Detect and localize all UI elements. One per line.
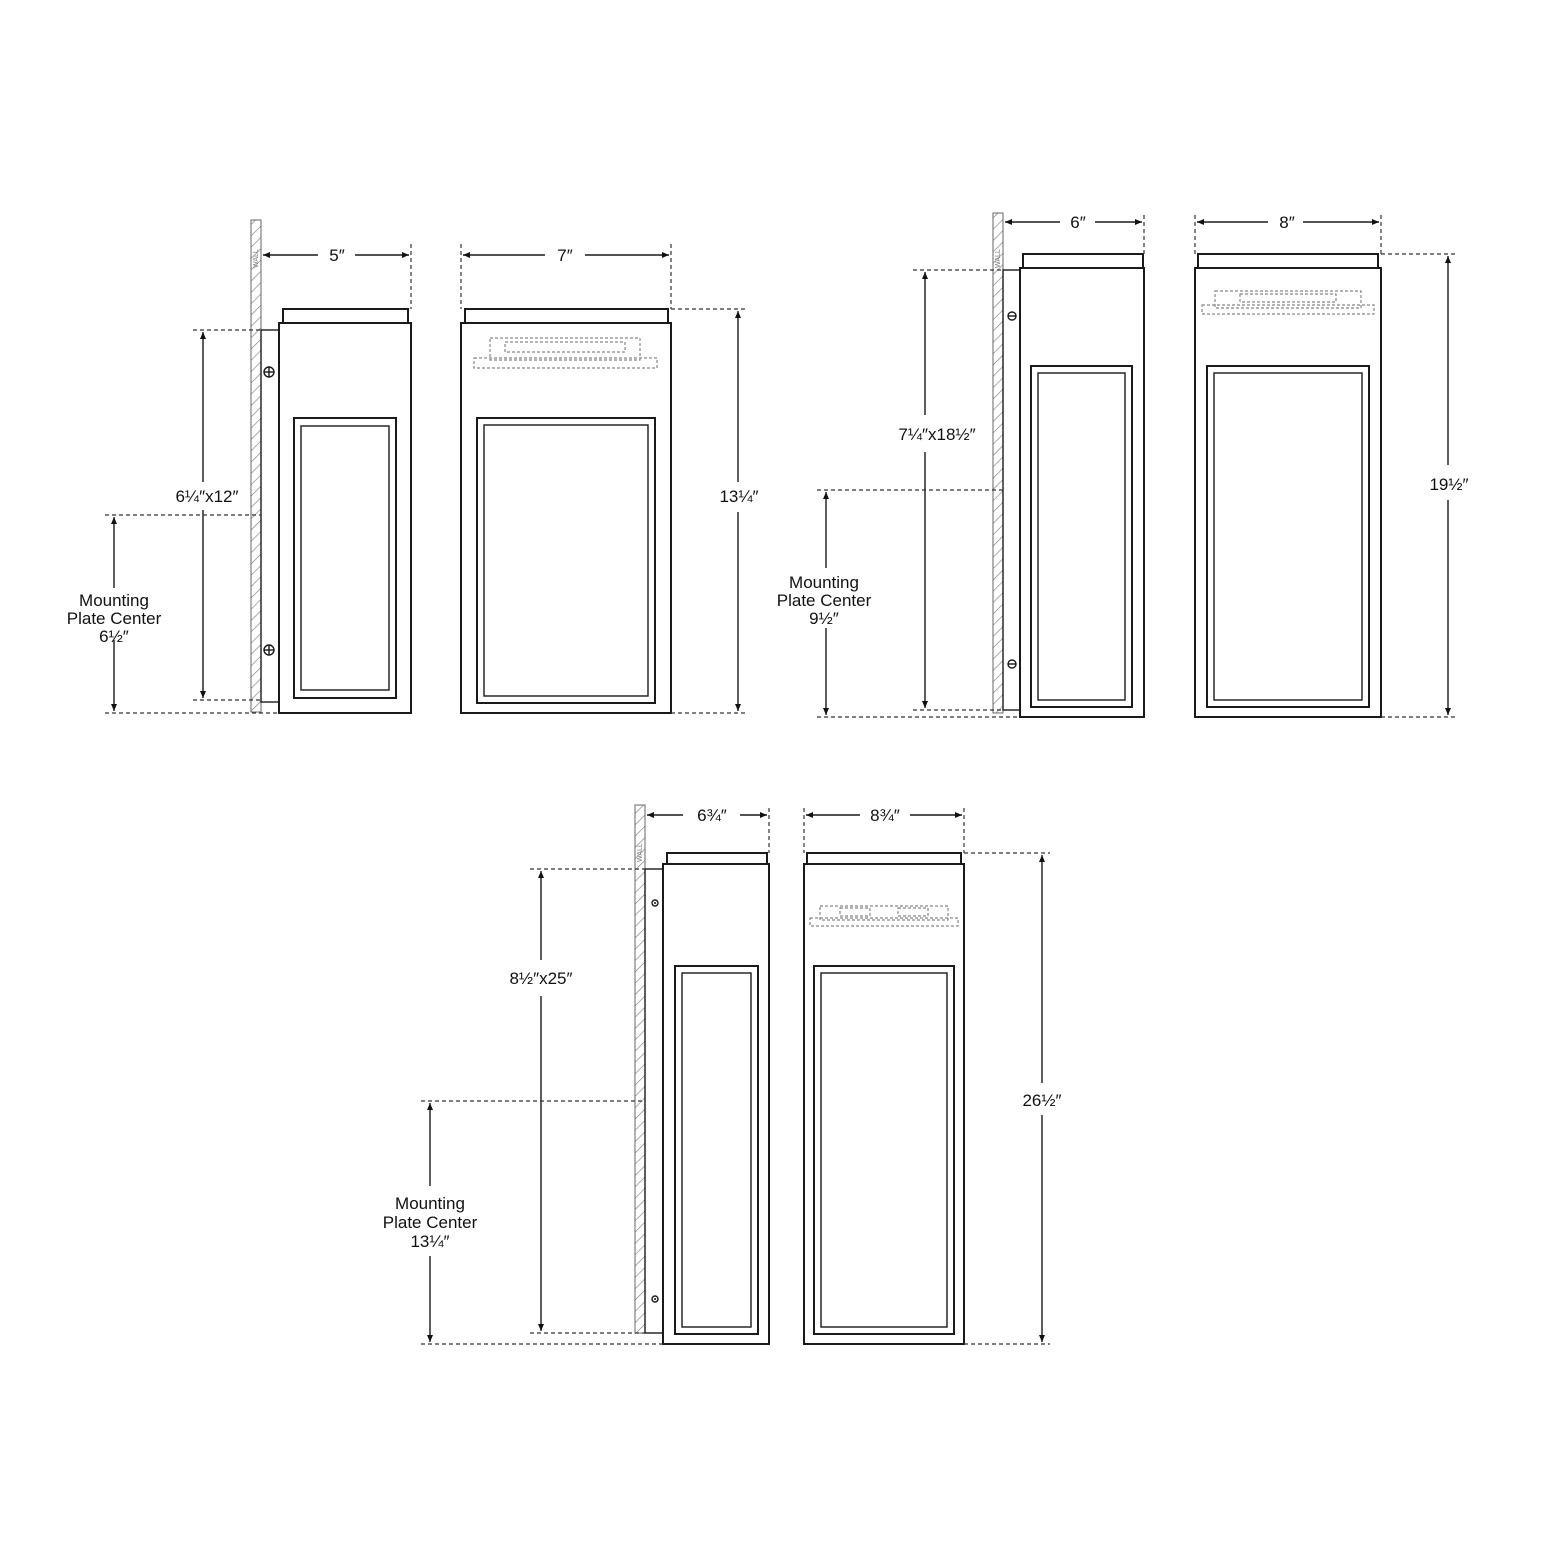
large-mount-line1: Mounting [395,1194,465,1213]
medium-front-view: 8″ 19½″ [1194,213,1469,718]
hidden-mount [809,917,959,927]
wall [250,219,262,713]
large-height-label: 26½″ [1022,1091,1061,1110]
glass-panel [1206,365,1370,708]
glass-panel [674,965,759,1335]
hidden-mount [1239,293,1337,303]
mounting-plate [644,868,664,1334]
fixture-cap [464,308,669,324]
screw-icon [651,1295,659,1303]
fixture-body [803,863,965,1345]
small-mount-line2: Plate Center [67,609,162,628]
medium-width-label: 8″ [1279,213,1294,232]
large-side-view: WALL 6¾″ 8½″x25″ Mounting Plate Center 1… [383,804,770,1345]
medium-mount-value: 9½″ [809,609,839,628]
wall-label: WALL [253,249,260,268]
fixture-cap [1197,253,1379,269]
large-depth-label: 6¾″ [697,806,727,825]
small-plate-label: 6¼″x12″ [175,487,238,506]
hidden-mount [489,337,641,361]
hidden-mount [839,907,871,917]
medium-height-label: 19½″ [1429,475,1468,494]
screw-icon [263,644,275,656]
large-mount-value: 13¼″ [410,1232,449,1251]
screw-icon [651,899,659,907]
glass-panel-inner [820,972,948,1328]
wall-label: WALL [637,843,644,862]
small-front-view: 7″ 13¼″ [460,244,759,714]
large-front-view: 8¾″ 26½″ [803,806,1062,1345]
medium-plate-label: 7¼″x18½″ [898,425,975,444]
large-width-label: 8¾″ [870,806,900,825]
wall [992,212,1004,714]
medium-mount-line2: Plate Center [777,591,872,610]
wall-label: WALL [995,249,1002,268]
hidden-mount [1201,304,1375,315]
glass-panel [1030,365,1133,708]
fixture-cap [282,308,409,324]
small-width-label: 7″ [557,246,572,265]
small-side-view: WALL 5″ 6¼″x12″ Mounting Plate Center 6½… [67,219,412,714]
glass-panel-inner [1213,372,1363,701]
small-mount-value: 6½″ [99,627,129,646]
wall [634,804,646,1334]
mounting-plate [1002,269,1021,711]
hidden-mount [504,341,626,353]
small-height-label: 13¼″ [719,487,758,506]
large-plate-label: 8½″x25″ [509,969,572,988]
small-mount-line1: Mounting [79,591,149,610]
hidden-mount [897,907,929,917]
screw-icon [263,366,275,378]
medium-depth-label: 6″ [1070,213,1085,232]
glass-panel-inner [300,425,390,691]
medium-mount-line1: Mounting [789,573,859,592]
fixture-cap [806,852,962,865]
screw-icon [1007,311,1017,321]
fixture-cap [1022,253,1144,269]
fixture-cap [666,852,768,865]
large-mount-line2: Plate Center [383,1213,478,1232]
glass-panel [293,417,397,699]
small-depth-label: 5″ [329,246,344,265]
fixture-body [278,322,412,714]
glass-panel-inner [1037,372,1126,701]
mounting-plate [260,329,280,703]
glass-panel-inner [681,972,752,1328]
glass-panel [476,417,656,704]
fixture-body [662,863,770,1345]
hidden-mount [819,905,949,921]
screw-icon [1007,659,1017,669]
hidden-mount [473,357,658,369]
fixture-body [460,322,672,714]
glass-panel [813,965,955,1335]
medium-side-view: WALL 6″ 7¼″x18½″ Mounting Plate Center 9… [777,212,1145,718]
fixture-body [1194,267,1382,718]
glass-panel-inner [483,424,649,697]
hidden-mount [1214,290,1362,309]
